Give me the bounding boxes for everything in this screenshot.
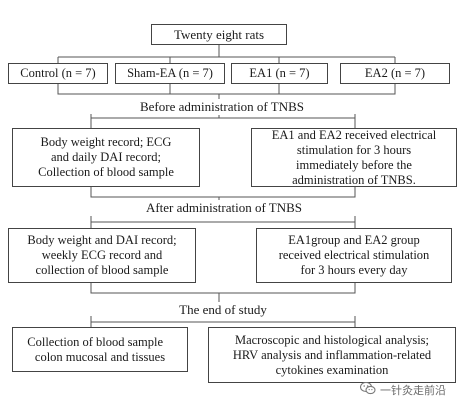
stage1-left-line: Body weight record; ECG [40, 135, 172, 149]
connector-stage2-bottom [90, 283, 356, 294]
group-label-control: Control (n = 7) [20, 66, 96, 80]
stage-title-before: Before administration of TNBS [134, 99, 310, 115]
total-rats-box: Twenty eight rats [151, 24, 287, 45]
connector-groups [57, 84, 396, 95]
connector-stage2 [90, 222, 356, 228]
stage1-right-line: stimulation for 3 hours [296, 142, 412, 157]
stage3-right-box: Macroscopic and histological analysis; H… [208, 327, 456, 383]
stage2-right-line: received electrical stimulation [278, 248, 430, 262]
stage3-right-line: HRV analysis and inflammation-related [232, 347, 432, 362]
stage-title-after: After administration of TNBS [136, 200, 312, 216]
connector-stage3 [90, 322, 356, 327]
stage1-right-line: administration of TNBS. [292, 172, 416, 187]
connector-top [57, 45, 396, 63]
stage2-left-box: Body weight and DAI record; weekly ECG r… [8, 228, 196, 283]
stage3-left-line: Collection of blood sample  [27, 334, 173, 349]
connector-stage1 [90, 118, 356, 128]
stage1-right-line: EA1 and EA2 received electrical [271, 127, 437, 142]
group-label-sham-ea: Sham-EA (n = 7) [127, 66, 213, 80]
stage2-left-line: weekly ECG record and [41, 248, 163, 262]
stage3-right-line: cytokines examination [275, 362, 389, 377]
watermark-text: 一针灸走前沿 [380, 383, 446, 397]
stage2-right-line: EA1group and EA2 group [288, 233, 420, 247]
stage3-left-box: Collection of blood sample  colon mucosa… [12, 327, 188, 372]
stage2-left-line: collection of blood sample [35, 263, 169, 277]
stage1-left-line: and daily DAI record; [50, 150, 162, 164]
group-label-ea1: EA1 (n = 7) [249, 66, 310, 80]
stage1-left-line: Collection of blood sample [38, 165, 174, 179]
group-label-ea2: EA2 (n = 7) [364, 66, 426, 80]
stage-title-end: The end of study [168, 302, 278, 318]
group-box-ea1: EA1 (n = 7) [231, 63, 328, 84]
stage1-right-line: immediately before the [296, 157, 412, 172]
connector-stage1-bottom [90, 187, 356, 198]
stage2-right-line: for 3 hours every day [300, 263, 408, 277]
stage3-left-line: colon mucosal and tissues [34, 349, 166, 364]
stage1-right-box: EA1 and EA2 received electrical stimulat… [251, 128, 457, 187]
group-box-control: Control (n = 7) [8, 63, 108, 84]
wechat-icon [359, 381, 376, 398]
group-box-ea2: EA2 (n = 7) [340, 63, 450, 84]
group-box-sham-ea: Sham-EA (n = 7) [115, 63, 225, 84]
stage3-right-line: Macroscopic and histological analysis; [234, 332, 430, 347]
total-rats-label: Twenty eight rats [173, 26, 265, 42]
stage2-right-box: EA1group and EA2 group received electric… [256, 228, 452, 283]
stage2-left-line: Body weight and DAI record; [27, 233, 177, 247]
stage1-left-box: Body weight record; ECG and daily DAI re… [12, 128, 200, 187]
watermark: 一针灸走前沿 [359, 381, 446, 398]
